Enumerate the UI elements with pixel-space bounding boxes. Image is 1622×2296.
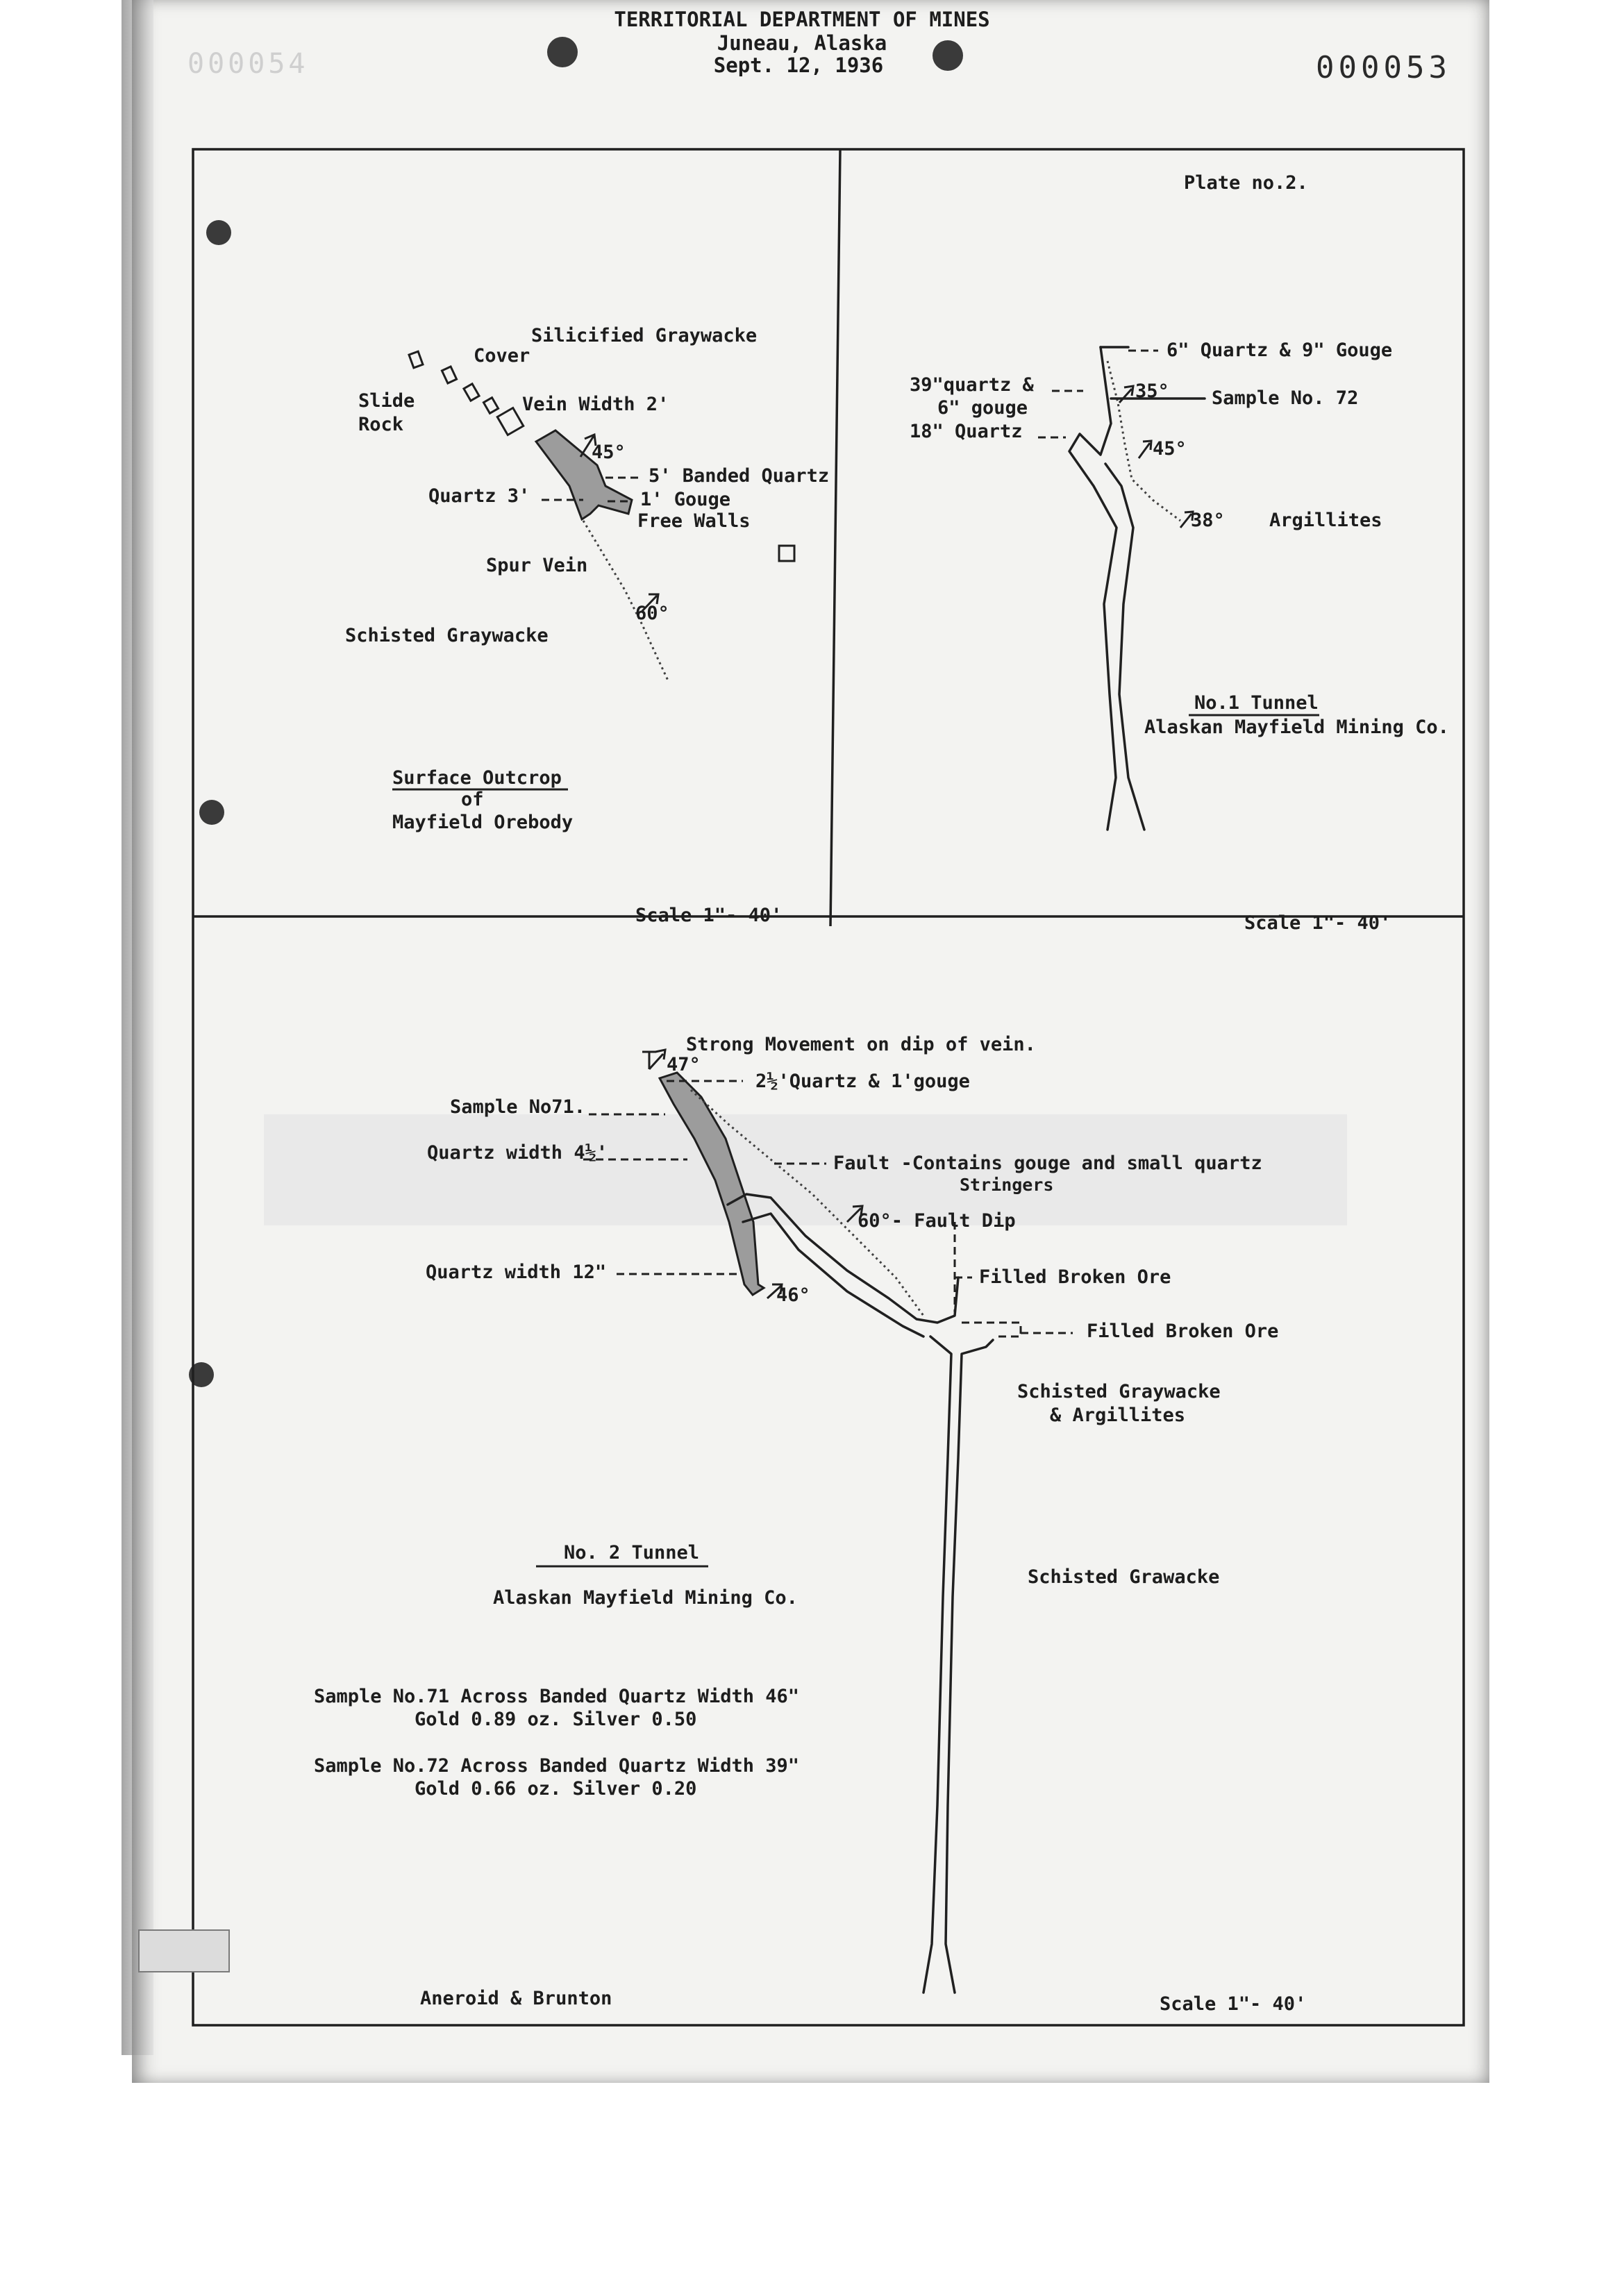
punch-hole <box>933 40 963 71</box>
dip-arrow-45 <box>579 433 597 458</box>
label-dip-47: 47° <box>667 1054 701 1075</box>
tunnel-1-panel: Plate no.2. 6" Quartz & 9" Gouge 39"quar… <box>910 172 1449 934</box>
filled-ore-1 <box>953 1222 972 1312</box>
tunnel-2-main-left <box>922 1335 953 1994</box>
label-quartz-gouge-2: 2½'Quartz & 1'gouge <box>755 1071 970 1092</box>
ghost-document-number: 000054 <box>187 48 309 80</box>
label-dip-60: 60° <box>635 603 669 624</box>
label-quartz-gouge: 6" Quartz & 9" Gouge <box>1167 340 1392 361</box>
label-silicified-graywacke: Silicified Graywacke <box>531 325 757 346</box>
dip-arrow-46 <box>766 1283 783 1300</box>
title-mayfield-orebody: Mayfield Orebody <box>392 812 573 833</box>
punch-hole <box>199 800 224 825</box>
label-filled-broken-ore-1: Filled Broken Ore <box>979 1266 1171 1288</box>
tunnel-2-crosscut <box>726 1193 960 1324</box>
label-dip-45b: 45° <box>1153 438 1187 460</box>
label-gouge: 1' Gouge <box>640 489 730 510</box>
label-fault-1: Fault -Contains gouge and small quartz <box>833 1153 1262 1174</box>
scale-tunnel-1: Scale 1"- 40' <box>1244 912 1391 934</box>
binding-edge-shadow <box>122 0 153 2055</box>
label-schisted-argillites-1: Schisted Graywacke <box>1017 1381 1221 1402</box>
label-quartz-3: Quartz 3' <box>428 485 530 507</box>
label-sample-71: Sample No71. <box>450 1096 585 1118</box>
document-number: 000053 <box>1316 50 1451 85</box>
tunnel-1-vein-trace <box>1106 360 1181 522</box>
title-no1-tunnel: No.1 Tunnel <box>1194 692 1319 714</box>
title-no2-tunnel: No. 2 Tunnel <box>564 1542 699 1564</box>
tunnel-2-fault-trace <box>689 1089 925 1316</box>
label-schisted-grawacke: Schisted Grawacke <box>1028 1566 1219 1588</box>
label-filled-broken-ore-2: Filled Broken Ore <box>1087 1321 1278 1342</box>
label-dip-38: 38° <box>1191 510 1225 531</box>
instrument-note: Aneroid & Brunton <box>420 1988 612 2009</box>
tunnel-1-outline-left <box>1068 346 1118 831</box>
tunnel-2-main-right <box>944 1339 994 1994</box>
label-free-walls: Free Walls <box>637 510 751 532</box>
punch-hole <box>547 37 578 67</box>
dip-arrow-60 <box>641 593 660 612</box>
label-sample-72: Sample No. 72 <box>1212 387 1358 409</box>
label-vein-width: Vein Width 2' <box>522 394 669 415</box>
dip-arrow-38 <box>1179 510 1194 528</box>
dip-arrow-45b <box>1137 439 1153 459</box>
label-argillites: Argillites <box>1269 510 1382 531</box>
sample-71-description: Sample No.71 Across Banded Quartz Width … <box>314 1686 799 1707</box>
label-quartz-width-4: Quartz width 4½' <box>427 1142 608 1164</box>
filled-ore-2 <box>962 1321 1073 1338</box>
title-no2-company: Alaskan Mayfield Mining Co. <box>493 1587 798 1609</box>
label-dip-35: 35° <box>1135 380 1169 402</box>
sample-72-assay: Gold 0.66 oz. Silver 0.20 <box>415 1778 696 1800</box>
label-schisted-graywacke: Schisted Graywacke <box>345 625 549 646</box>
sample-72-description: Sample No.72 Across Banded Quartz Width … <box>314 1755 799 1777</box>
label-quartz39-2: 6" gouge <box>937 397 1028 419</box>
label-dip-45: 45° <box>592 442 626 463</box>
sample-71-assay: Gold 0.89 oz. Silver 0.50 <box>415 1709 696 1730</box>
tunnel-1-outline-right <box>1104 462 1146 831</box>
title-no1-company: Alaskan Mayfield Mining Co. <box>1144 717 1449 738</box>
label-slide-rock-2: Rock <box>358 414 403 435</box>
strong-movement-mark <box>642 1048 667 1071</box>
slide-rock-blocks <box>408 350 796 562</box>
department-header: TERRITORIAL DEPARTMENT OF MINES <box>614 8 989 31</box>
tunnel-2-vein <box>658 1071 766 1296</box>
tape-strip <box>264 1114 1347 1225</box>
paper-tab <box>138 1929 230 1972</box>
label-spur-vein: Spur Vein <box>486 555 587 576</box>
location-header: Juneau, Alaska <box>717 31 887 55</box>
punch-hole <box>189 1362 214 1387</box>
upper-divider-vertical <box>829 149 842 927</box>
outer-frame <box>192 148 1465 2027</box>
label-schisted-argillites-2: & Argillites <box>1050 1405 1185 1426</box>
paper-sheet <box>132 0 1489 2083</box>
label-quartz39-1: 39"quartz & <box>910 374 1035 396</box>
label-cover: Cover <box>474 345 530 367</box>
label-strong-movement: Strong Movement on dip of vein. <box>686 1034 1036 1055</box>
dip-arrow-60-fault <box>846 1205 864 1223</box>
label-quartz-width-12: Quartz width 12" <box>426 1262 606 1283</box>
dip-arrow-35 <box>1118 385 1135 404</box>
label-dip-46: 46° <box>776 1284 810 1306</box>
plate-number: Plate no.2. <box>1184 172 1308 194</box>
date-header: Sept. 12, 1936 <box>714 53 883 77</box>
scale-surface: Scale 1"- 40' <box>635 905 782 926</box>
label-fault-dip: 60°- Fault Dip <box>858 1210 1016 1232</box>
surface-outcrop-panel: Silicified Graywacke Cover Slide Rock Ve… <box>345 325 829 926</box>
label-banded-quartz: 5' Banded Quartz <box>649 465 829 487</box>
tunnel-2-crosscut-inner <box>742 1212 925 1338</box>
punch-hole <box>206 220 231 245</box>
title-of: of <box>461 789 484 810</box>
spur-vein-trace <box>582 520 669 681</box>
title-surface-outcrop: Surface Outcrop <box>392 767 562 789</box>
scale-tunnel-2: Scale 1"- 40' <box>1160 1993 1306 2015</box>
label-quartz18: 18" Quartz <box>910 421 1023 442</box>
label-slide-rock-1: Slide <box>358 390 415 412</box>
tunnel-2-panel: Strong Movement on dip of vein. 47° 2½'Q… <box>264 1034 1347 2015</box>
label-fault-2: Stringers <box>960 1175 1053 1195</box>
